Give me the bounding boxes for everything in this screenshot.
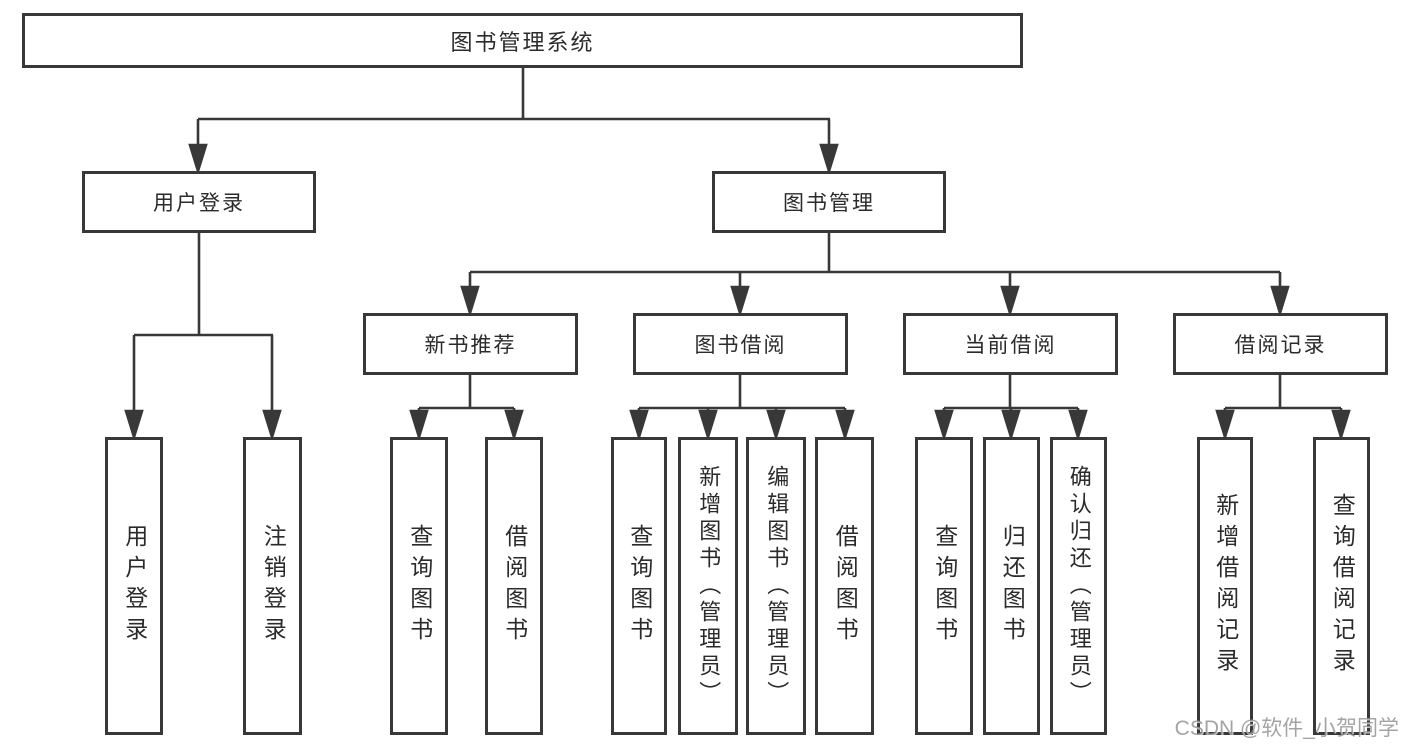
node-label: 查询图书 [626, 524, 653, 648]
leaf-records-query-record: 查询借阅记录 [1313, 437, 1370, 735]
node-new-book-recommend: 新书推荐 [363, 313, 578, 375]
arrowhead-icon [629, 409, 649, 442]
node-label: 图书管理系统 [450, 29, 595, 55]
csdn-watermark: CSDN @软件_小贺同学 [1174, 717, 1399, 740]
arrowhead-icon [1331, 409, 1351, 442]
node-label: 借阅图书 [832, 524, 859, 648]
leaf-user-login: 用户登录 [105, 437, 163, 735]
leaf-newbook-query-books: 查询图书 [390, 437, 448, 735]
arrowhead-icon [1001, 409, 1021, 442]
node-label: 归还图书 [999, 524, 1026, 648]
leaf-logout: 注销登录 [243, 437, 302, 735]
node-borrowing-records: 借阅记录 [1173, 313, 1388, 375]
connector-book-management-branch [460, 233, 1290, 318]
connector-borrowing-records-branch [1215, 375, 1351, 442]
arrowhead-icon [460, 285, 480, 318]
node-label: 用户登录 [153, 192, 245, 215]
leaf-current-return-books: 归还图书 [983, 437, 1040, 735]
node-label: 借阅记录 [1234, 334, 1327, 357]
node-label: 查询借阅记录 [1329, 493, 1356, 679]
node-book-borrowing: 图书借阅 [633, 313, 848, 375]
connector-root-to-level2 [188, 68, 839, 176]
leaf-borrowing-query-books: 查询图书 [611, 437, 667, 735]
node-current-borrowing: 当前借阅 [903, 313, 1118, 375]
leaf-borrowing-edit-books-admin: 编辑图书（管理员） [746, 437, 806, 735]
arrowhead-icon [1000, 285, 1020, 318]
arrowhead-icon [124, 409, 144, 442]
arrowhead-icon [409, 409, 429, 442]
arrowhead-icon [934, 409, 954, 442]
arrowhead-icon [1215, 409, 1235, 442]
leaf-current-confirm-return-admin: 确认归还（管理员） [1050, 437, 1107, 735]
arrowhead-icon [1068, 409, 1088, 442]
node-label: 新书推荐 [424, 334, 517, 357]
node-label: 新增借阅记录 [1212, 493, 1239, 679]
node-label: 借阅图书 [501, 524, 528, 648]
node-user-login: 用户登录 [82, 171, 316, 233]
node-root-library-system: 图书管理系统 [22, 13, 1023, 68]
arrowhead-icon [698, 409, 718, 442]
node-label: 图书借阅 [694, 334, 787, 357]
node-label: 当前借阅 [964, 334, 1057, 357]
leaf-records-add-record: 新增借阅记录 [1197, 437, 1253, 735]
arrowhead-icon [766, 409, 786, 442]
connector-user-login-branch [124, 233, 282, 442]
arrowhead-icon [188, 143, 208, 176]
node-label: 新增图书（管理员） [696, 464, 722, 708]
node-label: 查询图书 [406, 524, 433, 648]
arrowhead-icon [262, 409, 282, 442]
arrowhead-icon [1270, 285, 1290, 318]
connector-current-borrowing-branch [934, 375, 1088, 442]
node-label: 编辑图书（管理员） [764, 464, 790, 708]
leaf-newbook-borrow-books: 借阅图书 [485, 437, 543, 735]
arrowhead-icon [819, 143, 839, 176]
arrowhead-icon [504, 409, 524, 442]
node-label: 查询图书 [931, 524, 958, 648]
connector-new-book-branch [409, 375, 524, 442]
node-label: 确认归还（管理员） [1066, 464, 1092, 708]
node-label: 图书管理 [783, 192, 875, 215]
arrowhead-icon [730, 285, 750, 318]
connector-book-borrowing-branch [629, 375, 855, 442]
leaf-current-query-books: 查询图书 [915, 437, 973, 735]
node-label: 注销登录 [260, 524, 287, 648]
node-book-management: 图书管理 [712, 171, 946, 233]
leaf-borrowing-add-books-admin: 新增图书（管理员） [678, 437, 738, 735]
arrowhead-icon [835, 409, 855, 442]
node-label: 用户登录 [121, 524, 148, 648]
leaf-borrowing-borrow-books: 借阅图书 [815, 437, 874, 735]
